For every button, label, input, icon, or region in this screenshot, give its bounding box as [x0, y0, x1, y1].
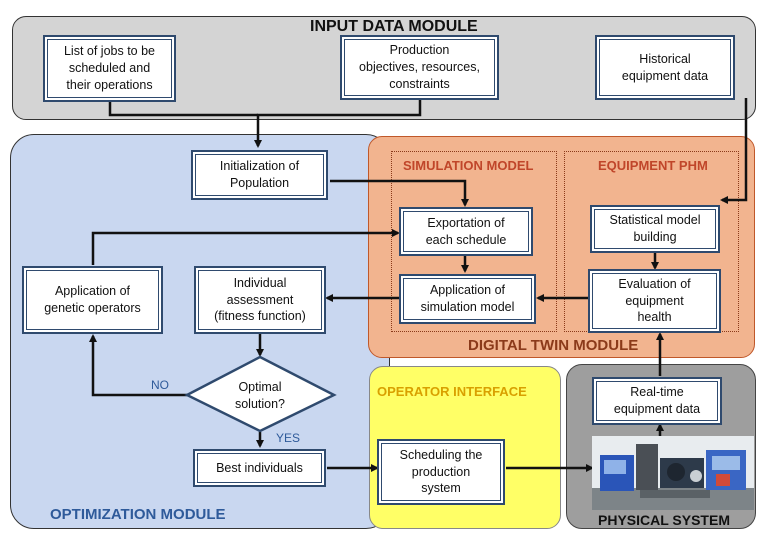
arrow-objectives-to-init	[254, 98, 422, 148]
digital-twin-module-title: DIGITAL TWIN MODULE	[468, 337, 639, 354]
equipment-phm-title: EQUIPMENT PHM	[598, 158, 708, 173]
arrow-genetic-to-export	[91, 229, 400, 265]
arrow-jobs-to-merge	[108, 101, 258, 117]
no-label: NO	[151, 378, 169, 392]
statistical-model-box: Statistical model building	[590, 205, 720, 253]
production-objectives-box: Production objectives, resources, constr…	[340, 35, 499, 100]
init-population-box: Initialization of Population	[191, 150, 328, 200]
jobs-list-box: List of jobs to be scheduled and their o…	[43, 35, 176, 102]
realtime-data-box: Real-time equipment data	[592, 377, 722, 425]
decision-diamond	[184, 355, 337, 433]
simulation-model-panel	[391, 151, 557, 332]
application-simulation-box: Application of simulation model	[399, 274, 536, 324]
optimization-module-title: OPTIMIZATION MODULE	[50, 506, 226, 523]
scheduling-system-box: Scheduling the production system	[377, 439, 505, 505]
input-data-module-title: INPUT DATA MODULE	[310, 18, 478, 35]
export-schedule-box: Exportation of each schedule	[399, 207, 533, 256]
historical-data-box: Historical equipment data	[595, 35, 735, 100]
yes-label: YES	[276, 431, 301, 445]
arrow-decision-no	[89, 334, 187, 397]
equipment-health-box: Evaluation of equipment health	[588, 269, 721, 333]
best-individuals-box: Best individuals	[193, 449, 326, 487]
industrial-machine-photo	[592, 436, 754, 510]
simulation-model-title: SIMULATION MODEL	[403, 158, 534, 173]
decision-text: Optimal solution?	[234, 380, 286, 411]
genetic-operators-box: Application of genetic operators	[22, 266, 163, 334]
arrow-historical-to-statistical	[720, 98, 748, 204]
individual-assessment-box: Individual assessment (fitness function)	[194, 266, 326, 334]
physical-system-title: PHYSICAL SYSTEM	[598, 512, 730, 528]
arrow-init-to-export	[330, 179, 469, 207]
operator-interface-title: OPERATOR INTERFACE	[377, 384, 527, 399]
